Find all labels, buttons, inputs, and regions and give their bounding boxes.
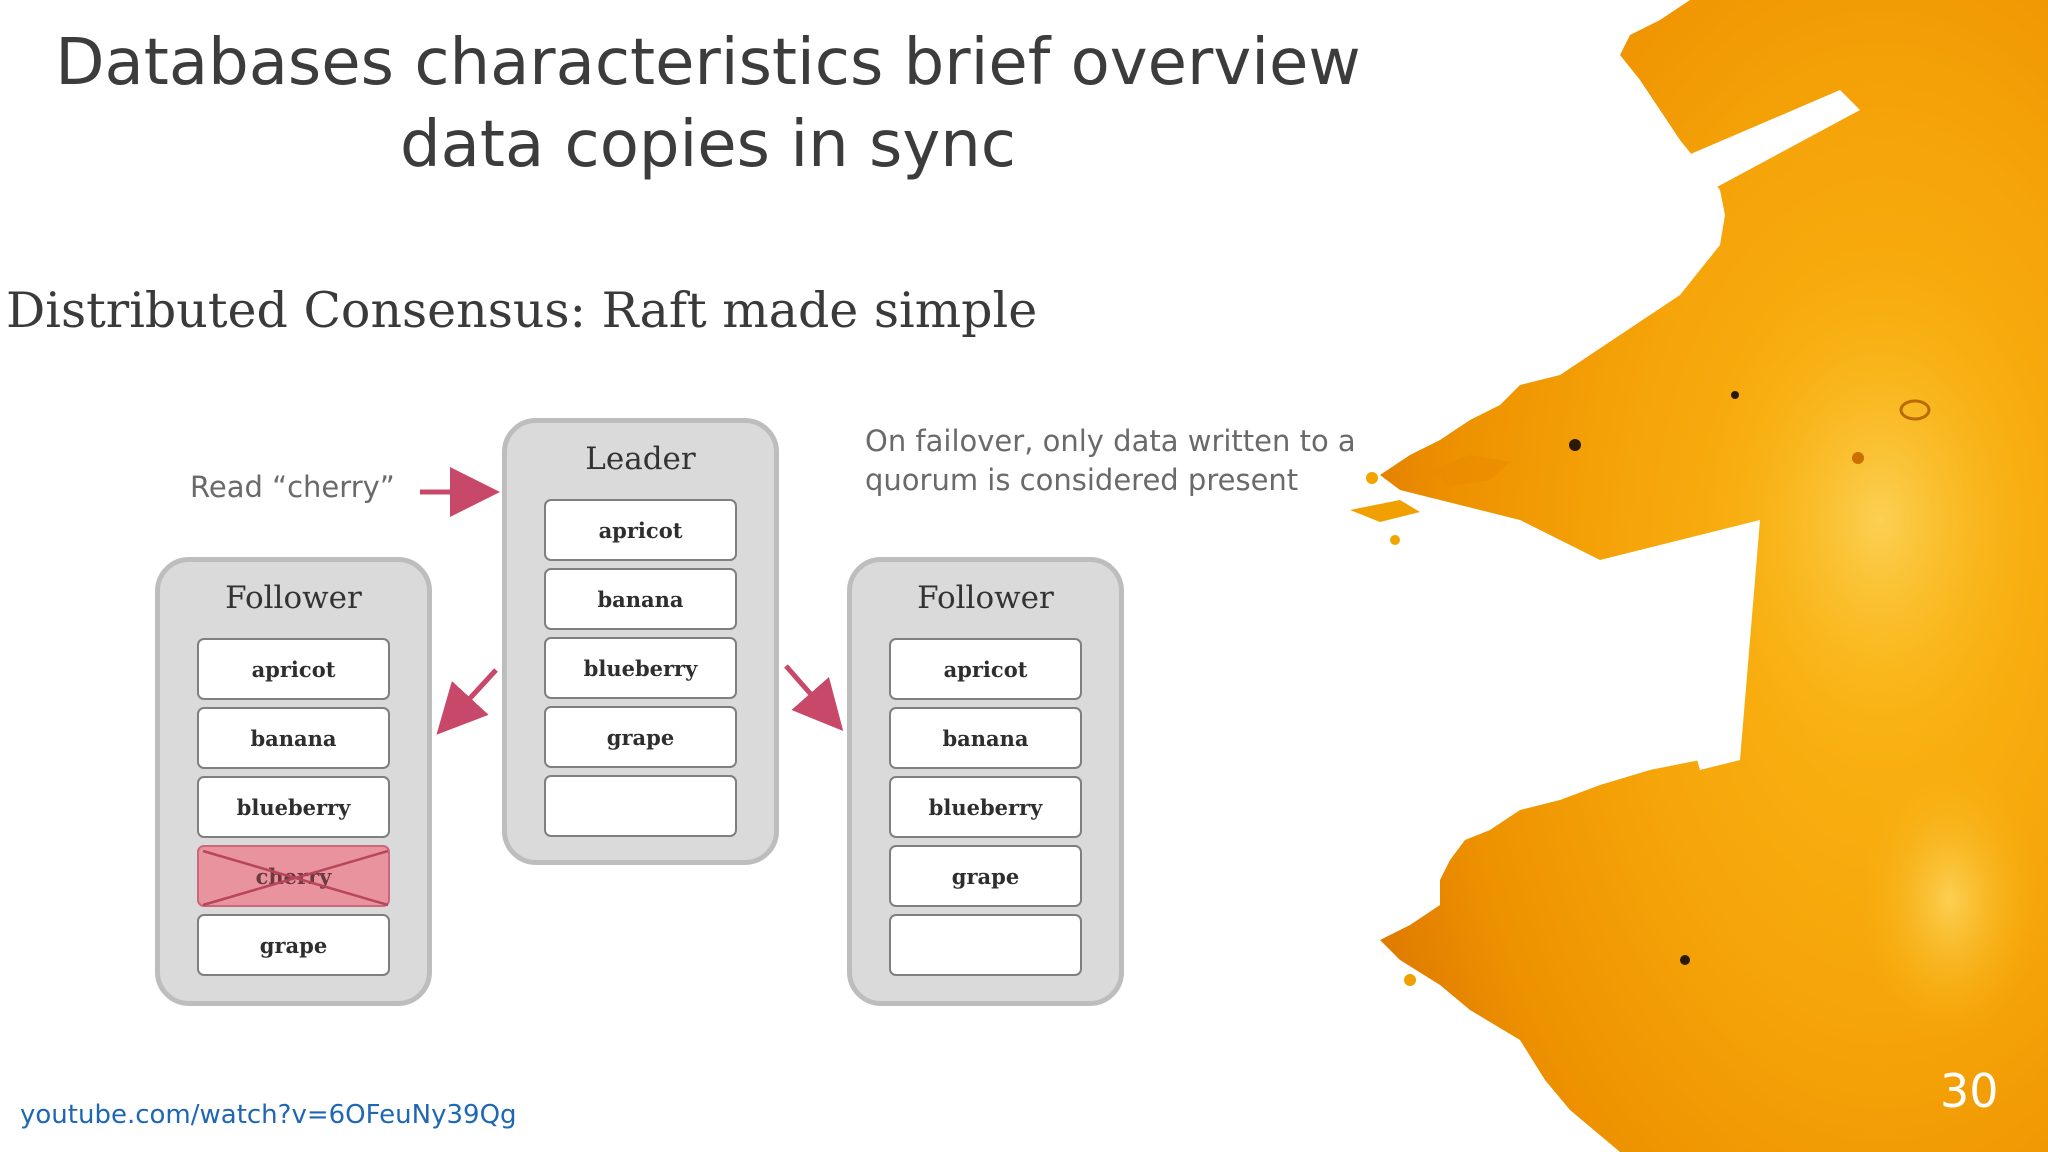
follower-right-entry-3: blueberry	[889, 776, 1082, 838]
leader-entry-4: grape	[544, 706, 737, 768]
slide-title-line-1: Databases characteristics brief overview	[55, 26, 1361, 100]
follower-left-entry-5: grape	[197, 914, 390, 976]
follower-right-entry-empty	[889, 914, 1082, 976]
follower-left-entry-3: blueberry	[197, 776, 390, 838]
page-number: 30	[1940, 1064, 1999, 1118]
follower-right-entry-2: banana	[889, 707, 1082, 769]
slide-title-line-2: data copies in sync	[400, 108, 1016, 182]
leader-to-left-follower-arrow	[436, 668, 498, 735]
follower-left-title: Follower	[225, 580, 362, 616]
follower-node-left: Follower apricot banana blueberry cherry…	[155, 557, 432, 1006]
leader-entry-3: blueberry	[544, 637, 737, 699]
follower-right-entry-4: grape	[889, 845, 1082, 907]
read-cherry-note: Read “cherry”	[190, 470, 395, 504]
follower-left-entry-1: apricot	[197, 638, 390, 700]
leader-to-right-follower-arrow	[784, 664, 844, 732]
follower-right-entry-1: apricot	[889, 638, 1082, 700]
quorum-note-line-1: On failover, only data written to a	[865, 424, 1356, 458]
follower-node-right: Follower apricot banana blueberry grape	[847, 557, 1124, 1006]
follower-left-entry-2: banana	[197, 707, 390, 769]
leader-entry-empty	[544, 775, 737, 837]
leader-node: Leader apricot banana blueberry grape	[502, 418, 779, 865]
leader-title: Leader	[585, 441, 696, 477]
diagram-title: Distributed Consensus: Raft made simple	[6, 282, 1038, 339]
cross-out-icon	[202, 849, 389, 907]
leader-entry-1: apricot	[544, 499, 737, 561]
follower-right-title: Follower	[917, 580, 1054, 616]
quorum-note-line-2: quorum is considered present	[865, 463, 1299, 497]
source-video-link[interactable]: youtube.com/watch?v=6OFeuNy39Qg	[20, 1100, 517, 1130]
follower-left-entry-discarded: cherry	[197, 845, 390, 907]
quorum-note: On failover, only data written to a quor…	[865, 422, 1356, 500]
leader-entry-2: banana	[544, 568, 737, 630]
